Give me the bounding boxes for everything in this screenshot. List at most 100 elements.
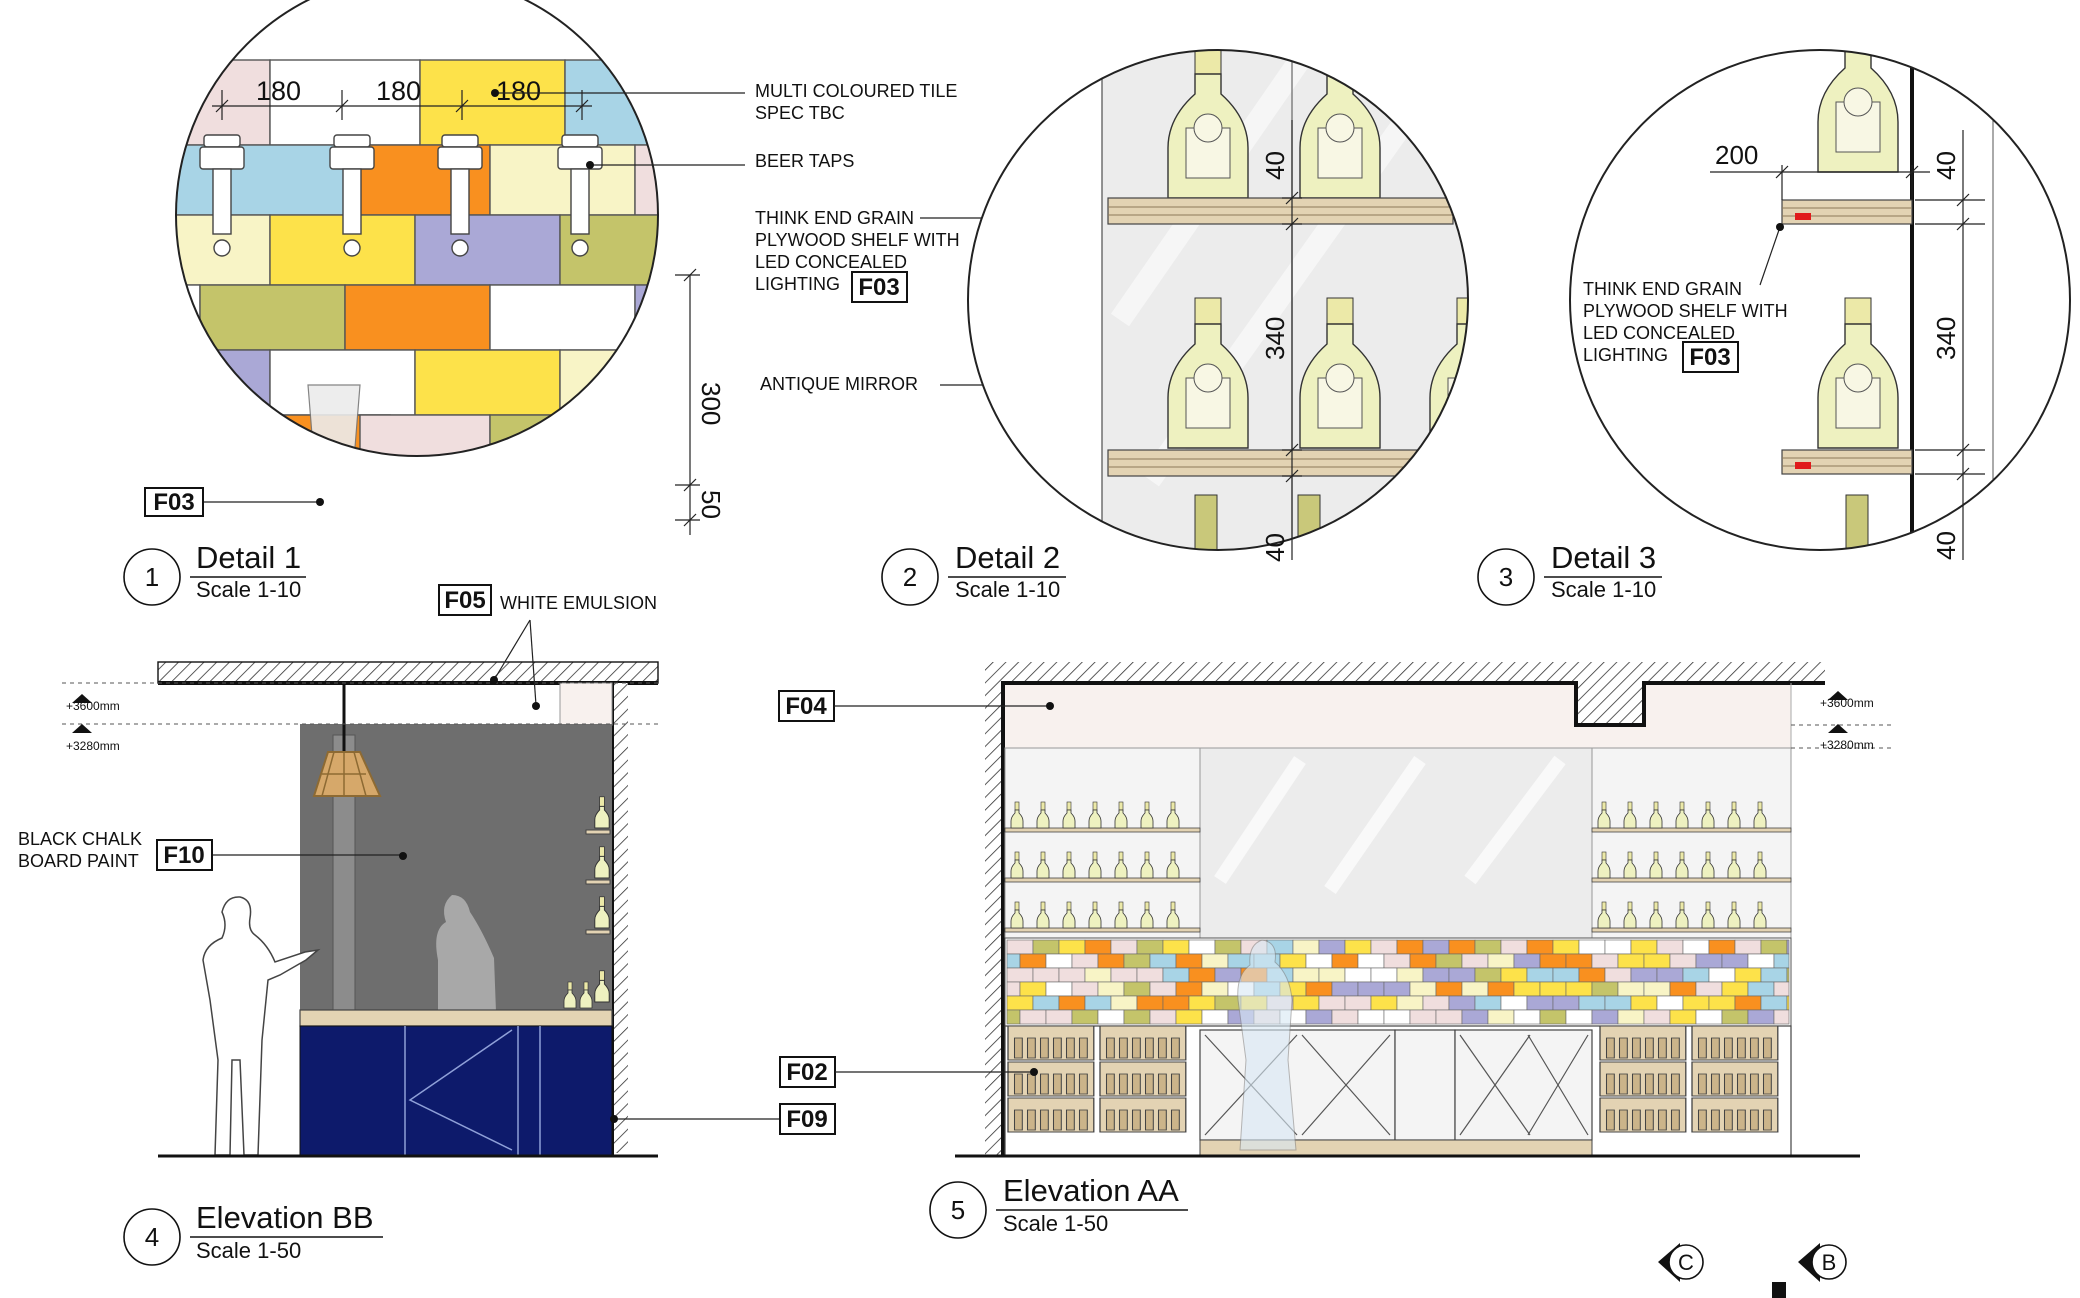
aa-tile <box>1461 981 1489 997</box>
aa-tile <box>1123 1009 1151 1025</box>
aa-tile <box>1123 953 1151 969</box>
aa-tile <box>1201 981 1229 997</box>
aa-tile <box>1656 939 1684 955</box>
aa-tile <box>1058 995 1086 1011</box>
aa-tile <box>1071 981 1099 997</box>
aa-tile <box>1292 939 1320 955</box>
aa-tile <box>1669 1009 1697 1025</box>
aa-tile <box>1097 1009 1125 1025</box>
aa-tile <box>1708 967 1736 983</box>
aa-tile <box>1110 995 1138 1011</box>
aa-tile <box>1643 981 1671 997</box>
bb-level-lower: +3280mm <box>66 739 120 753</box>
aa-tile <box>1149 953 1177 969</box>
aa-tile <box>1175 953 1203 969</box>
aa-wine-cell <box>1599 1025 1687 1061</box>
aa-tile <box>1344 995 1372 1011</box>
aa-tile <box>1214 967 1242 983</box>
aa-tile <box>1760 995 1788 1011</box>
title-elevation-bb: 4 Elevation BB Scale 1-50 <box>123 1200 383 1266</box>
aa-tile <box>1136 995 1164 1011</box>
svg-text:3: 3 <box>1499 562 1513 592</box>
aa-tile <box>1747 1009 1775 1025</box>
svg-text:Detail 2: Detail 2 <box>955 540 1060 575</box>
aa-tile <box>1773 953 1790 969</box>
aa-tile <box>1565 1009 1593 1025</box>
dim-200: 200 <box>1715 140 1758 170</box>
note-shelf-4: LIGHTING <box>755 274 840 294</box>
aa-tile <box>1383 1009 1411 1025</box>
aa-tile <box>1149 1009 1177 1025</box>
aa-tile <box>1617 953 1645 969</box>
elevation-aa-drawing: +3600mm +3280mm F04 F02 <box>778 662 1895 1158</box>
aa-tile <box>1123 981 1151 997</box>
detail-2-drawing: 40 340 40 <box>967 49 1469 562</box>
aa-tile <box>1760 967 1788 983</box>
d3-note-shelf-1: THINK END GRAIN <box>1583 279 1742 299</box>
aa-tile <box>1006 1009 1021 1025</box>
section-marker-b: B <box>1822 1250 1837 1275</box>
note-shelf-2: PLYWOOD SHELF WITH <box>755 230 960 250</box>
tag-f10: F10 <box>163 842 204 869</box>
aa-tile <box>1500 995 1528 1011</box>
aa-tile <box>1617 1009 1645 1025</box>
aa-tile <box>1552 939 1580 955</box>
aa-tile <box>1591 1009 1619 1025</box>
aa-tile <box>1357 1009 1385 1025</box>
dim-40-d2-top: 40 <box>1260 151 1290 180</box>
aa-tile <box>1136 939 1164 955</box>
aa-wine-cell <box>1599 1097 1687 1133</box>
aa-tile <box>1682 967 1710 983</box>
svg-text:Elevation AA: Elevation AA <box>1003 1173 1179 1208</box>
aa-tile <box>1188 967 1216 983</box>
aa-tile <box>1448 995 1476 1011</box>
svg-text:5: 5 <box>951 1195 965 1225</box>
tag-f04: F04 <box>785 693 827 720</box>
aa-right-shelves <box>1591 801 1792 933</box>
aa-wine-cell <box>1007 1061 1095 1097</box>
aa-tile <box>1331 953 1359 969</box>
aa-tile <box>1097 981 1125 997</box>
aa-tile <box>1071 953 1099 969</box>
tag-f03-note: F03 <box>858 274 899 301</box>
aa-tile <box>1734 939 1762 955</box>
aa-tile <box>1435 981 1463 997</box>
aa-tile <box>1500 939 1528 955</box>
aa-tile <box>1370 967 1398 983</box>
aa-tile <box>1656 995 1684 1011</box>
aa-shelf <box>1004 877 1201 883</box>
aa-wine-cell <box>1099 1061 1187 1097</box>
aa-tile <box>1396 995 1424 1011</box>
aa-tile <box>1279 953 1307 969</box>
aa-tile <box>1708 939 1736 955</box>
aa-tile <box>1682 995 1710 1011</box>
aa-tile <box>1448 967 1476 983</box>
aa-tile <box>1695 1009 1723 1025</box>
aa-shelf <box>1591 877 1792 883</box>
note-multi-tile-1: MULTI COLOURED TILE <box>755 81 957 101</box>
aa-tile <box>1578 995 1606 1011</box>
aa-tile <box>1305 1009 1333 1025</box>
aa-tile <box>1084 967 1112 983</box>
aa-shelf <box>1591 827 1792 833</box>
note-beer-taps: BEER TAPS <box>755 151 854 171</box>
aa-tile <box>1786 939 1790 955</box>
aa-tile <box>1058 967 1086 983</box>
aa-tile <box>1604 967 1632 983</box>
aa-level-lower: +3280mm <box>1820 738 1874 752</box>
aa-tile <box>1396 939 1424 955</box>
aa-tile <box>1409 953 1437 969</box>
title-detail-3: 3 Detail 3 Scale 1-10 <box>1477 540 1662 606</box>
aa-wine-cell <box>1007 1025 1095 1061</box>
aa-tile <box>1773 1009 1790 1025</box>
aa-tile <box>1552 995 1580 1011</box>
aa-tile <box>1409 1009 1437 1025</box>
aa-tile <box>1214 939 1242 955</box>
aa-tile <box>1175 1009 1203 1025</box>
dim-50: 50 <box>696 490 726 519</box>
aa-tile <box>1110 939 1138 955</box>
svg-text:4: 4 <box>145 1222 159 1252</box>
aa-tile <box>1552 967 1580 983</box>
aa-tile <box>1006 981 1021 997</box>
